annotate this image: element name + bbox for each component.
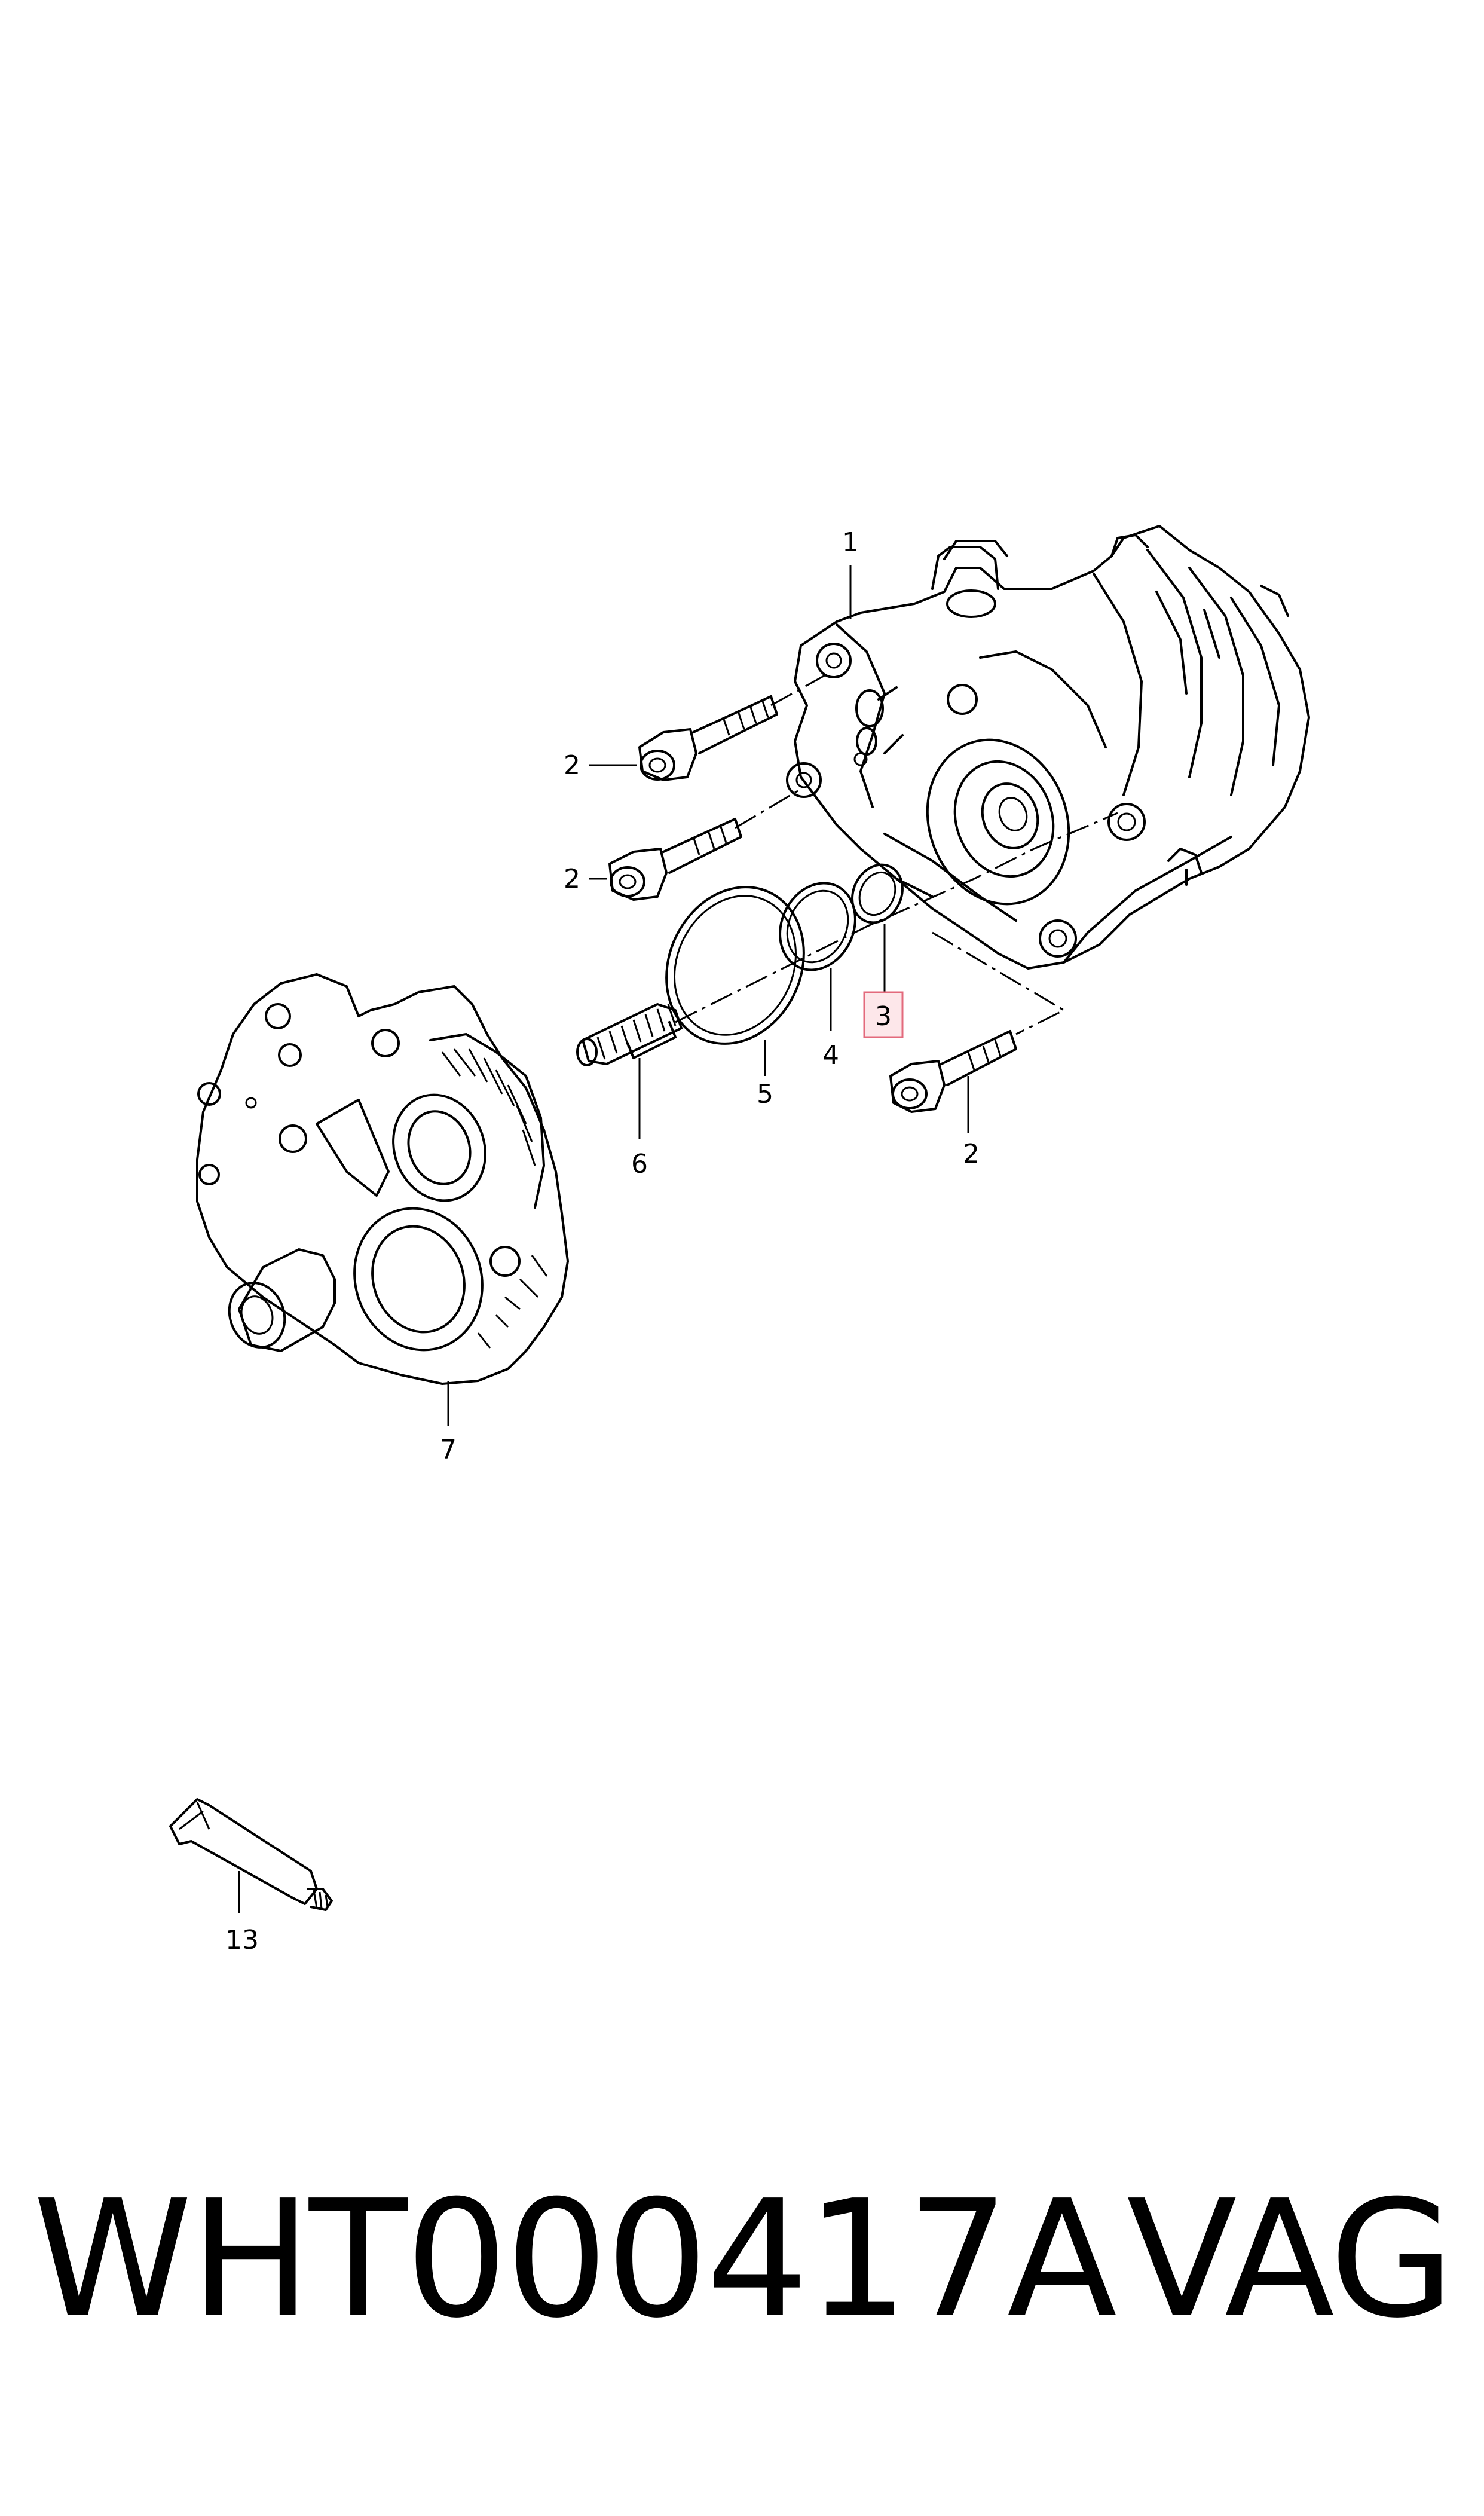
label-part-1: 1 <box>842 527 859 558</box>
drive-shaft-part-6[interactable] <box>576 1003 683 1066</box>
label-part-3: 3 <box>875 1001 892 1032</box>
bolt-part-2-lower[interactable] <box>889 1030 1017 1113</box>
label-part-7: 7 <box>440 1435 457 1465</box>
pump-body-part-1[interactable] <box>786 525 1310 970</box>
highlight-box-part-3 <box>863 991 904 1038</box>
bolt-part-2-middle[interactable] <box>608 818 742 901</box>
footer-part-number: WHT000417A <box>33 2165 1117 2353</box>
label-part-13: 13 <box>225 1925 259 1955</box>
footer-brand: VAG <box>1127 2165 1455 2353</box>
seal-ring-part-3[interactable] <box>843 857 912 931</box>
pump-housing-part-7[interactable] <box>196 973 569 1385</box>
o-ring-part-5[interactable] <box>641 864 828 1066</box>
label-part-6: 6 <box>631 1149 648 1179</box>
label-part-4: 4 <box>822 1040 839 1071</box>
bolt-part-2-upper[interactable] <box>638 695 778 781</box>
o-ring-part-4[interactable] <box>766 871 869 983</box>
label-part-2-upper: 2 <box>564 750 580 781</box>
label-part-2-middle: 2 <box>564 864 580 894</box>
label-part-5: 5 <box>757 1079 773 1109</box>
label-part-2-lower: 2 <box>963 1139 980 1169</box>
grease-tube-part-13[interactable] <box>169 1798 333 1911</box>
